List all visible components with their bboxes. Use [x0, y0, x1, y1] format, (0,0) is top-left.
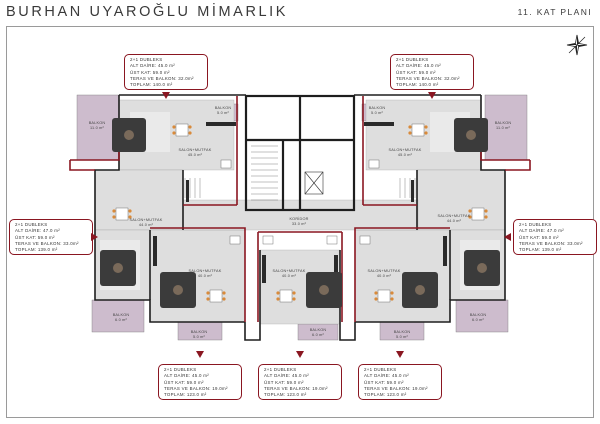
balcony-top-right	[484, 94, 528, 161]
arrow-down-icon	[428, 92, 436, 99]
arrow-down-icon	[196, 351, 204, 358]
arrow-right-icon	[91, 233, 98, 241]
balcony-mid-right	[455, 299, 509, 333]
plan-subtitle: 11. KAT PLANI	[517, 7, 592, 17]
unit-info-mid-right: 2+1 DUBLEKS ALT DAİRE: 47.0 m² ÜST KAT: …	[513, 219, 597, 255]
unit-info-bottom-center: 2+1 DUBLEKS ALT DAİRE: 45.0 m² ÜST KAT: …	[258, 364, 342, 400]
arrow-down-icon	[396, 351, 404, 358]
unit-info-top-right: 2+1 DUBLEKS ALT DAİRE: 45.0 m² ÜST KAT: …	[390, 54, 474, 90]
north-compass-icon	[566, 34, 588, 56]
unit-info-top-left: 2+1 DUBLEKS ALT DAİRE: 45.0 m² ÜST KAT: …	[124, 54, 208, 90]
unit-info-bottom-left: 2+1 DUBLEKS ALT DAİRE: 45.0 m² ÜST KAT: …	[158, 364, 242, 400]
unit-info-bottom-right: 2+1 DUBLEKS ALT DAİRE: 45.0 m² ÜST KAT: …	[358, 364, 442, 400]
arrow-left-icon	[504, 233, 511, 241]
unit-info-mid-left: 2+1 DUBLEKS ALT DAİRE: 47.0 m² ÜST KAT: …	[9, 219, 93, 255]
arrow-down-icon	[296, 351, 304, 358]
page-title: BURHAN UYAROĞLU MİMARLIK	[6, 4, 289, 20]
balcony-mid-left	[91, 299, 145, 333]
arrow-down-icon	[162, 92, 170, 99]
